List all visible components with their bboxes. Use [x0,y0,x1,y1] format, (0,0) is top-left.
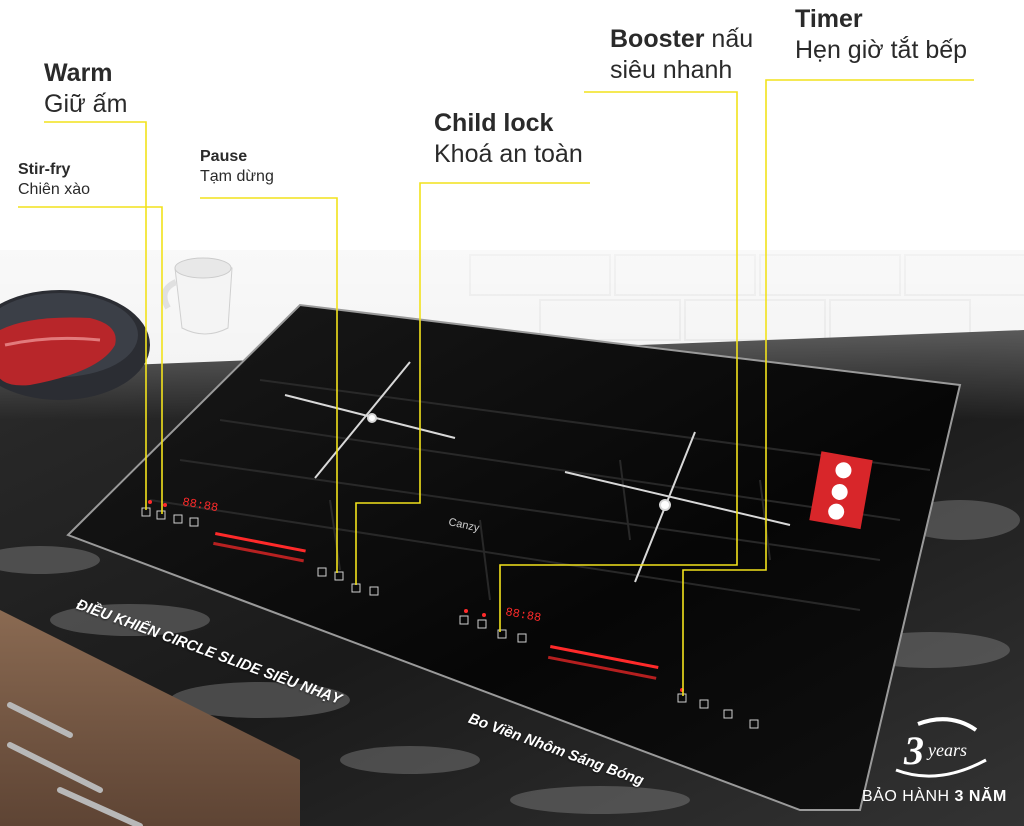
label-pause: Pause Tạm dừng [200,147,274,187]
label-pause-subtitle: Tạm dừng [200,168,274,185]
warranty-text-bold: 3 NĂM [954,788,1007,805]
timer-button[interactable] [749,719,759,729]
zone-left [284,361,456,479]
label-pause-title: Pause [200,148,248,165]
label-timer-title: Timer [795,5,863,33]
display-right: 88:88 [504,605,542,625]
slider-left[interactable] [213,532,306,563]
leader-booster [499,91,738,632]
label-warm-title: Warm [44,59,113,87]
pause-button[interactable] [334,571,344,581]
leader-lines [18,79,974,696]
label-stirfry-subtitle: Chiên xào [18,181,91,198]
label-booster: Booster nấu siêu nhanh [610,24,753,87]
warm-button-right[interactable] [459,615,469,625]
pan-with-steak [0,290,150,400]
leader-childlock [355,182,590,585]
label-booster-title-rest: nấu [704,25,754,53]
zone-right [564,431,791,583]
pause-button-right[interactable] [699,699,709,709]
warranty-text-prefix: BẢO HÀNH [862,788,955,805]
warm-button[interactable] [156,510,166,520]
wood-cabinet [0,610,300,826]
lock-button-right[interactable] [723,709,733,719]
info-sticker [809,451,873,530]
indicator-dot [482,613,486,617]
indicator-dot [148,500,152,504]
label-childlock-title: Child lock [434,109,554,137]
warranty-text: BẢO HÀNH 3 NĂM [862,788,1007,806]
mug [161,257,233,335]
plus-button-right[interactable] [517,633,527,643]
label-stirfry-title: Stir-fry [18,161,71,178]
booster-button[interactable] [677,693,687,703]
glass-reflections [149,379,931,611]
label-timer-subtitle: Hẹn giờ tắt bếp [795,36,968,65]
control-panel-right: 88:88 [459,605,759,729]
label-booster-title: Booster [610,25,705,53]
power-button-left[interactable] [369,586,379,596]
control-panel-left: 88:88 [141,495,379,596]
label-childlock: Child lock Khoá an toàn [434,108,583,171]
display-left: 88:88 [181,495,219,515]
warranty-badge: 3 years BẢO HÀNH 3 NĂM [858,712,1018,812]
indicator-dot [464,609,468,613]
minus-button-left[interactable] [173,514,183,524]
warranty-years-num: 3 [903,728,924,773]
slider-right[interactable] [547,645,659,680]
plus-button-left[interactable] [189,517,199,527]
leader-stirfry [18,206,163,514]
label-timer: Timer Hẹn giờ tắt bếp [795,4,967,67]
indicator-dot [163,503,167,507]
leader-timer [682,79,974,696]
stirfry-button-right[interactable] [477,619,487,629]
cabinet-handles [7,702,143,826]
minus-button-right[interactable] [497,629,507,639]
label-stirfry: Stir-fry Chiên xào [18,160,90,200]
warranty-years-word: years [926,740,967,760]
leader-warm [44,121,147,510]
label-warm-subtitle: Giữ ấm [44,90,128,119]
zone-select-left[interactable] [317,567,327,577]
label-childlock-subtitle: Khoá an toàn [434,140,583,169]
warranty-logo: 3 years [895,717,987,778]
label-warm: Warm Giữ ấm [44,58,127,121]
label-booster-subtitle: siêu nhanh [610,56,733,85]
leader-pause [200,197,338,573]
